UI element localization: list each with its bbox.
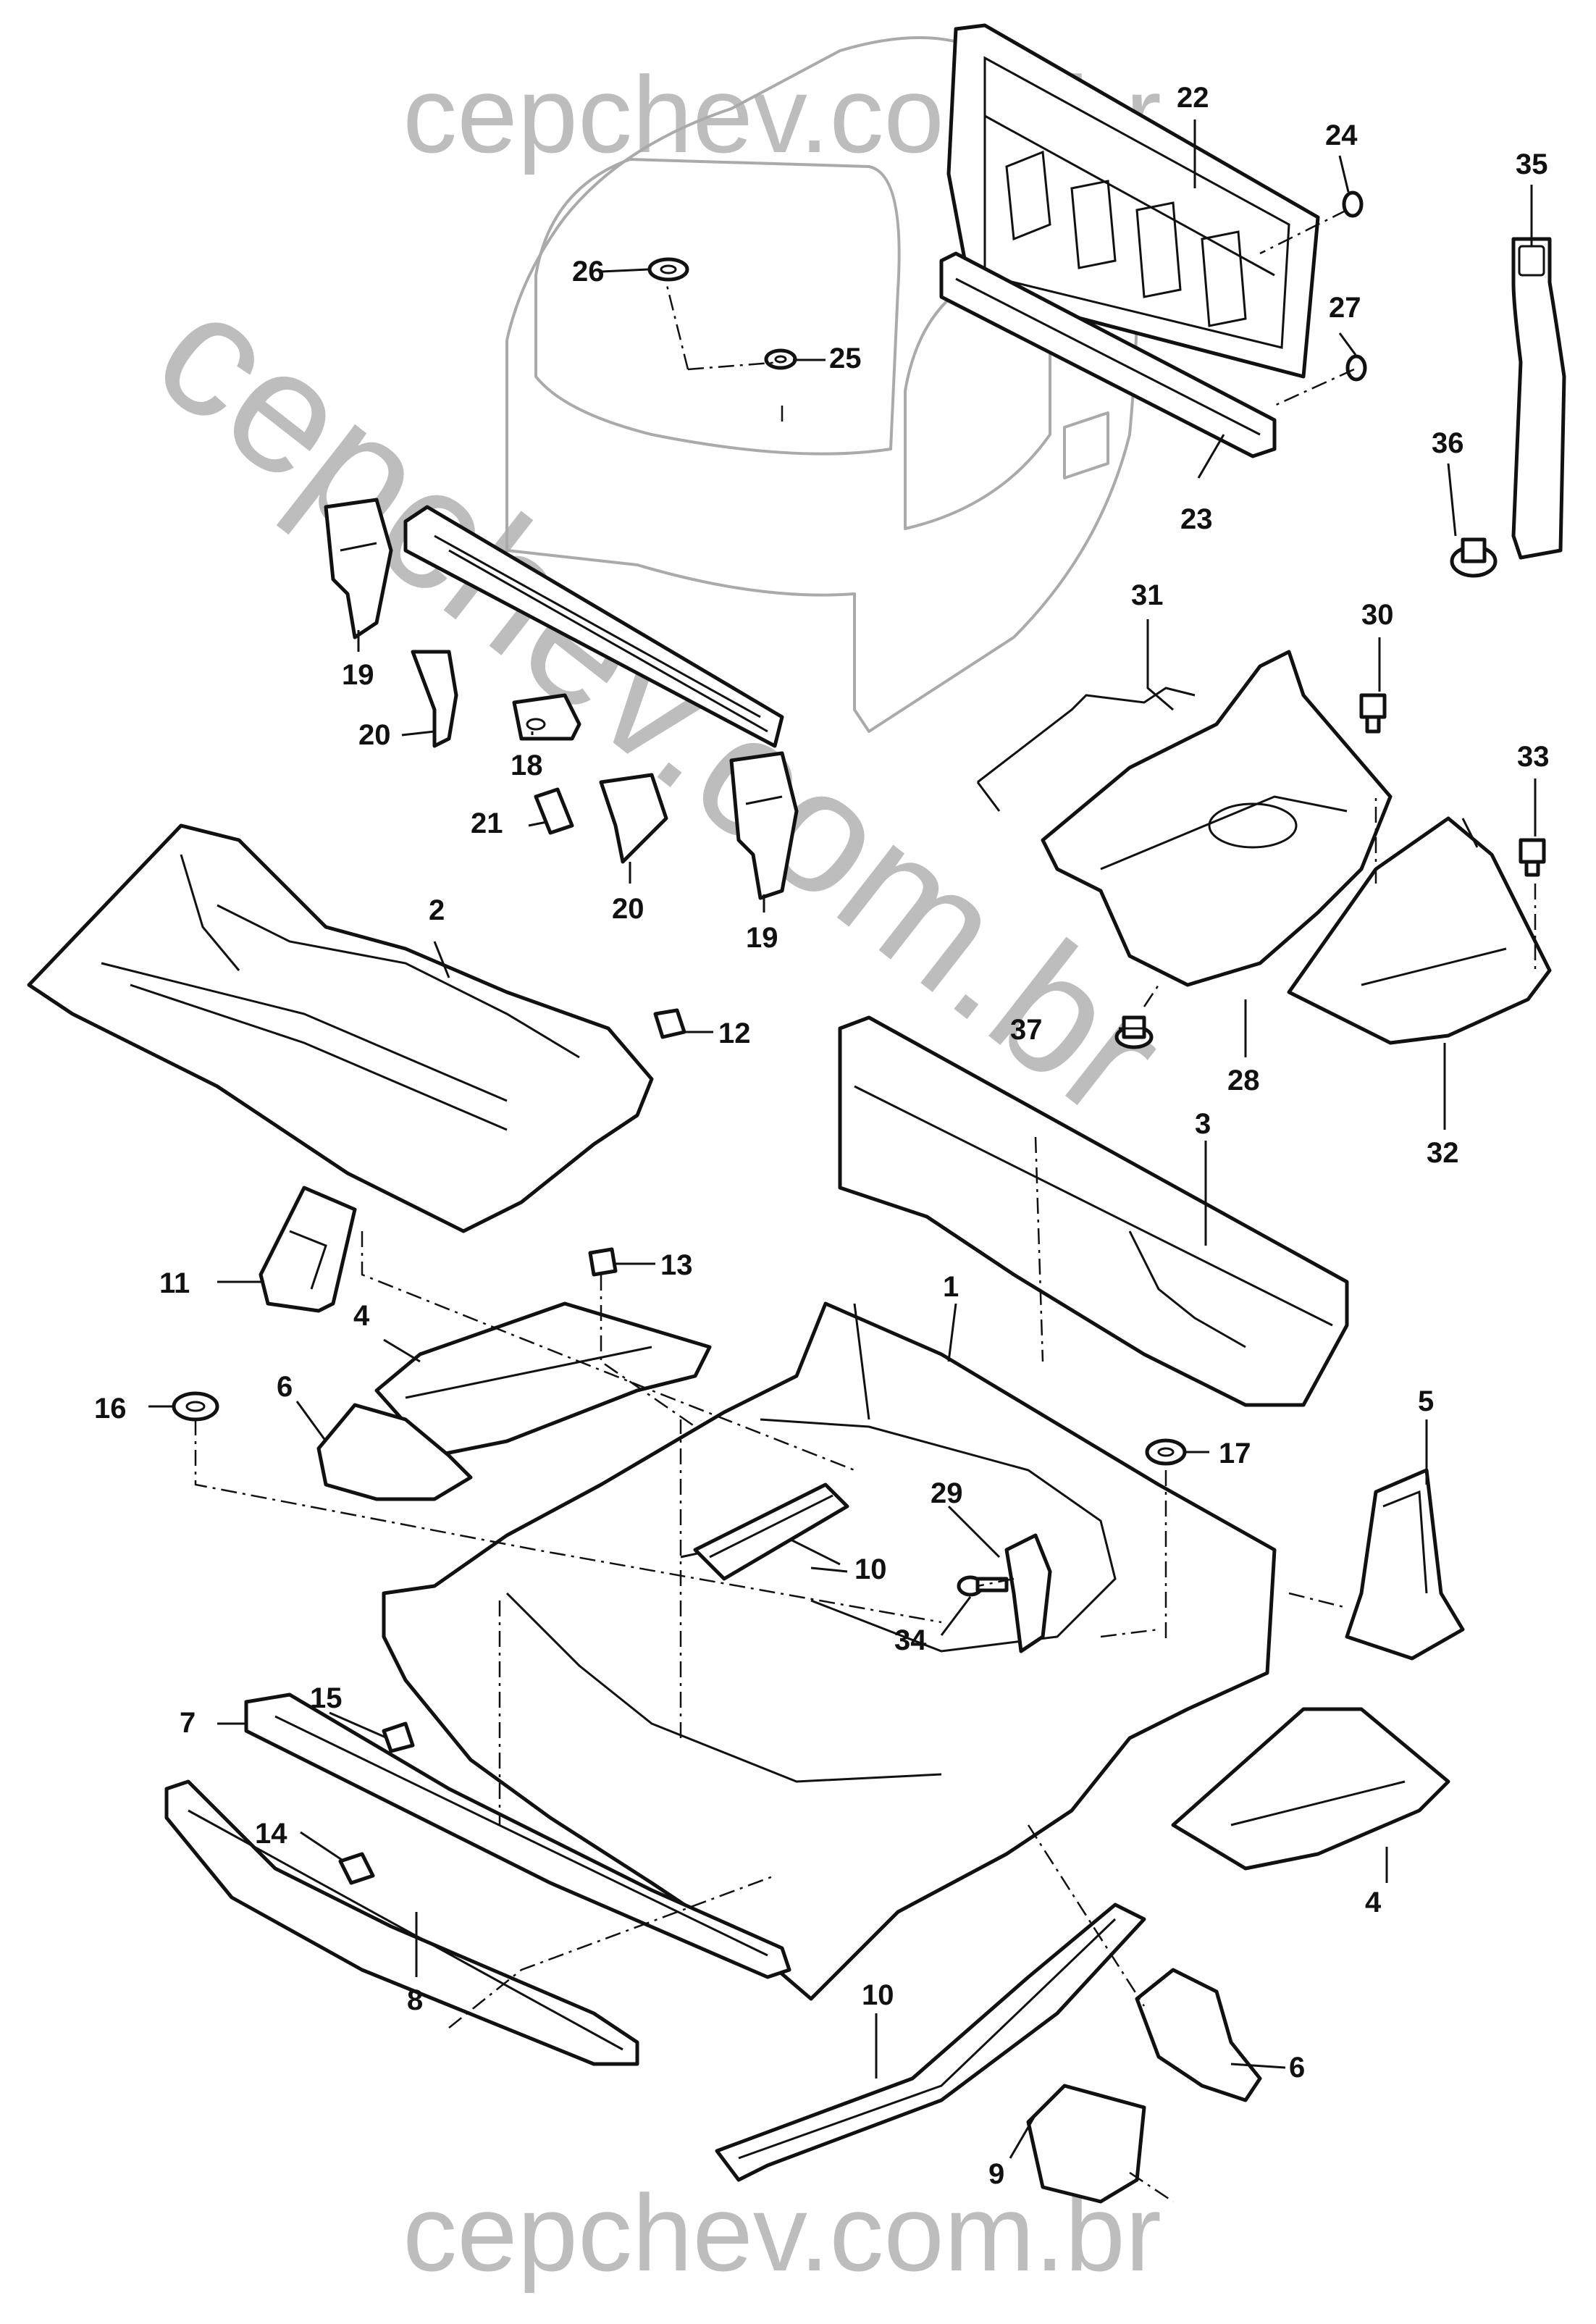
callout-18: 18 <box>511 750 543 781</box>
part-17-grommet <box>1145 1438 1187 1466</box>
callout-9: 9 <box>988 2158 1004 2190</box>
part-6-bracket-left <box>316 1403 473 1501</box>
callout-11: 11 <box>159 1267 190 1299</box>
part-20-bracket-right <box>599 773 668 864</box>
callout-37: 37 <box>1010 1014 1043 1046</box>
part-12-clip <box>653 1008 686 1039</box>
callout-1: 1 <box>943 1271 959 1303</box>
part-34-bolt <box>957 1575 1009 1597</box>
part-25-grommet <box>764 348 797 370</box>
part-33-bolt <box>1519 838 1546 877</box>
part-4-floor-left <box>374 1301 712 1458</box>
part-16-grommet <box>172 1391 219 1422</box>
callout-22: 22 <box>1177 82 1209 114</box>
part-14-clip <box>338 1852 375 1885</box>
assembly-lines <box>194 209 1537 2203</box>
part-29-bracket <box>1004 1533 1052 1653</box>
callout-4b: 4 <box>1365 1887 1382 1918</box>
part-26-grommet <box>647 257 689 282</box>
part-10-rail-upper <box>693 1482 849 1581</box>
part-21-shim <box>534 787 574 835</box>
callout-28: 28 <box>1227 1065 1260 1096</box>
part-13-clip <box>588 1247 618 1277</box>
callout-13: 13 <box>660 1249 693 1281</box>
part-36-bolt <box>1450 537 1498 578</box>
callout-32: 32 <box>1427 1137 1459 1169</box>
part-30-bolt <box>1359 693 1387 734</box>
leader-lines <box>148 119 1537 2159</box>
callout-24: 24 <box>1325 119 1358 151</box>
callout-16: 16 <box>94 1393 127 1425</box>
part-18-bracket <box>512 693 581 741</box>
callout-31: 31 <box>1131 579 1164 611</box>
part-23-lower-rail <box>939 251 1277 458</box>
callout-21: 21 <box>471 807 503 839</box>
callout-6b: 6 <box>1289 2052 1305 2084</box>
callout-4a: 4 <box>353 1300 370 1332</box>
part-15-clip <box>382 1721 415 1753</box>
part-20-bracket-left <box>411 650 458 748</box>
callout-labels: 22 24 35 26 25 27 36 23 31 30 19 20 18 3… <box>94 82 1550 2190</box>
part-22-rear-panel <box>946 23 1320 379</box>
part-2-front-floor <box>27 823 654 1233</box>
callout-33: 33 <box>1517 741 1550 773</box>
part-19-bracket-left <box>324 498 393 639</box>
callout-10a: 10 <box>854 1553 887 1585</box>
part-35-strap <box>1511 237 1566 560</box>
callout-10b: 10 <box>862 1979 894 2011</box>
part-28-carrier <box>1041 650 1393 987</box>
part-5-bracket <box>1345 1468 1465 1661</box>
callout-29: 29 <box>931 1477 963 1509</box>
callout-7: 7 <box>180 1707 196 1739</box>
callout-3: 3 <box>1195 1108 1211 1140</box>
part-8-crossmember <box>164 1779 639 2066</box>
part-19-bracket-right <box>729 751 799 900</box>
callout-12: 12 <box>718 1018 751 1049</box>
callout-26: 26 <box>572 256 605 288</box>
callout-25: 25 <box>829 343 862 374</box>
part-9-plate <box>1026 2084 1146 2204</box>
callout-27: 27 <box>1329 292 1361 324</box>
callout-17: 17 <box>1219 1438 1251 1469</box>
part-32-panel <box>1287 816 1552 1045</box>
part-4-floor-right <box>1171 1707 1450 1871</box>
callout-20a: 20 <box>358 719 391 751</box>
part-6-bracket-right <box>1135 1968 1262 2102</box>
callout-19a: 19 <box>342 659 374 691</box>
callout-34: 34 <box>894 1624 927 1656</box>
callout-14: 14 <box>255 1818 287 1850</box>
callout-20b: 20 <box>612 893 644 925</box>
watermark-bottom: cepchev.com.br <box>403 2172 1162 2294</box>
part-3-crossmember <box>838 1015 1349 1407</box>
part-11-bracket <box>259 1186 357 1313</box>
callout-19b: 19 <box>746 922 778 954</box>
callout-15: 15 <box>310 1682 343 1714</box>
callout-36: 36 <box>1432 427 1464 459</box>
part-24-clip <box>1342 190 1364 218</box>
part-31-wire <box>976 687 1196 812</box>
part-27-clip <box>1345 354 1367 382</box>
callout-8: 8 <box>407 1984 423 2016</box>
callout-2: 2 <box>429 894 445 926</box>
crossmember-upper <box>403 505 784 748</box>
part-7-crossmember <box>244 1692 791 1979</box>
callout-30: 30 <box>1361 599 1394 631</box>
callout-5: 5 <box>1418 1385 1434 1417</box>
part-10-rail-lower <box>715 1903 1146 2182</box>
callout-35: 35 <box>1516 148 1548 180</box>
callout-23: 23 <box>1180 503 1213 535</box>
callout-6a: 6 <box>277 1371 293 1403</box>
